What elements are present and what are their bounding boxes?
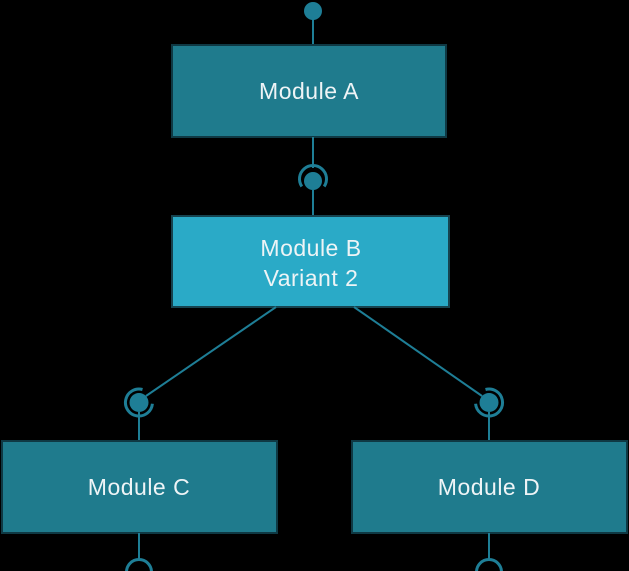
edge-module-b-to-module-c <box>145 306 277 397</box>
node-module-a <box>171 44 447 138</box>
top-ball-connector-icon <box>304 2 322 20</box>
node-module-b <box>171 215 450 308</box>
ball-connector-b-c-icon <box>129 393 149 412</box>
ball-connector-a-b-icon <box>304 172 322 190</box>
edge-module-b-to-module-d <box>353 306 483 397</box>
node-module-d-label: Module D <box>438 474 540 500</box>
open-socket-bottom-right-icon <box>475 558 503 571</box>
node-module-c-label: Module C <box>88 474 190 500</box>
node-module-a-label: Module A <box>259 78 359 104</box>
node-module-b-label: Module B <box>260 235 361 261</box>
socket-arc-b-d-icon <box>474 387 505 418</box>
ball-connector-b-d-icon <box>479 393 499 412</box>
socket-arc-b-c-icon <box>123 387 154 418</box>
node-module-d <box>351 440 628 534</box>
open-socket-bottom-left-icon <box>125 558 153 571</box>
socket-arc-a-b-icon <box>298 163 328 188</box>
node-module-b-sublabel: Variant 2 <box>264 265 359 291</box>
